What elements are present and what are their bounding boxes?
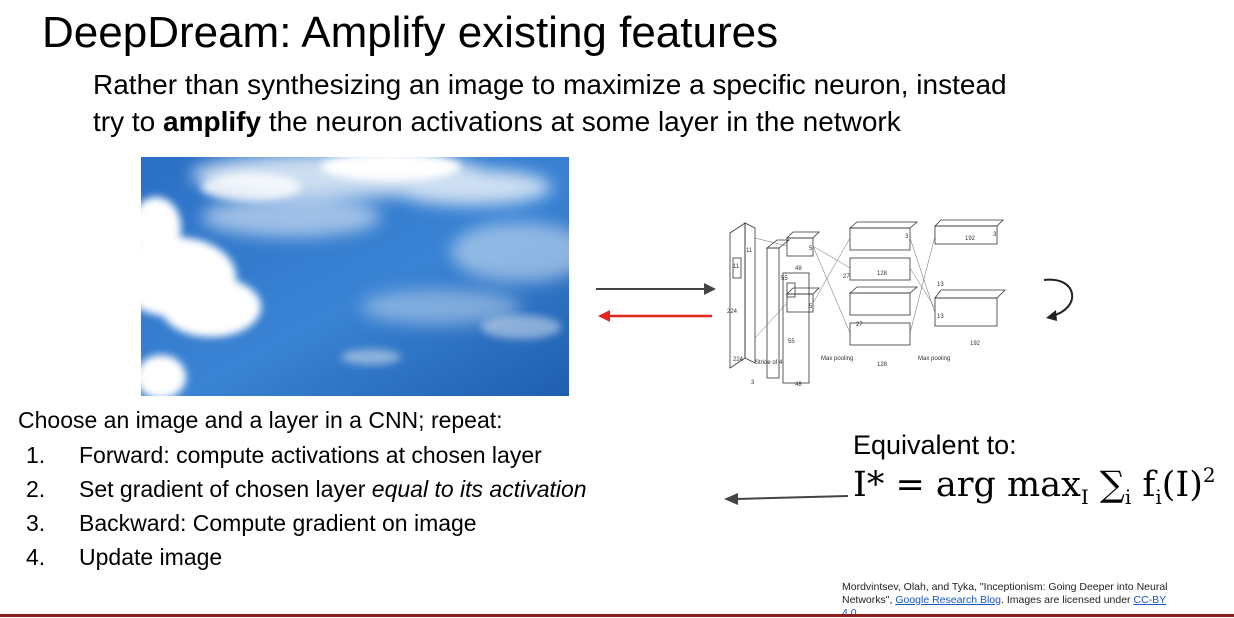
formula-lhs: I* = arg max: [853, 465, 1081, 505]
diagram-label: 5: [809, 304, 813, 310]
list-item: 4. Update image: [26, 542, 587, 576]
diagram-label: Max pooling: [918, 356, 950, 362]
step-number: 1.: [26, 442, 46, 468]
slide-title: DeepDream: Amplify existing features: [42, 8, 779, 57]
cnn-architecture-diagram: 48 128 192 192 128 Max pooling Max pooli…: [727, 219, 1006, 388]
step-text: Set gradient of chosen layer: [79, 476, 372, 502]
diagram-label: 128: [877, 362, 888, 368]
subtitle-bold-word: amplify: [163, 106, 262, 137]
subtitle-line-2-post: the neuron activations at some layer in …: [261, 106, 901, 137]
forward-backward-arrows: [596, 283, 716, 322]
citation-license-version[interactable]: 4.0: [842, 607, 857, 615]
step-italic-text: equal to its activation: [371, 476, 587, 502]
diagram-label: 11: [746, 248, 753, 254]
diagram-label: 13: [937, 314, 944, 320]
citation-license-link[interactable]: CC-BY: [1133, 594, 1167, 606]
diagram-label: 3: [993, 232, 997, 238]
step-number: 4.: [26, 544, 46, 570]
step-number: 2.: [26, 476, 46, 502]
step-text: Forward: compute activations at chosen l…: [79, 442, 542, 468]
deepdream-formula: I* = arg maxI ∑i fi(I)2: [853, 462, 1216, 508]
diagram-label: 13: [937, 282, 944, 288]
list-item: 1. Forward: compute activations at chosen…: [26, 440, 587, 474]
sky-cloud-image: [141, 157, 569, 396]
conv2-block: [786, 231, 820, 313]
formula-sub-sum: i: [1124, 485, 1132, 509]
citation: Mordvintsev, Olah, and Tyka, "Inceptioni…: [842, 581, 1232, 615]
connection-lines: [754, 235, 936, 339]
subtitle-line-1: Rather than synthesizing an image to max…: [93, 69, 1007, 100]
formula-sub-f: i: [1155, 485, 1162, 509]
repeat-loop-arrow-icon: [1043, 278, 1073, 321]
diagram-label: 224: [733, 357, 744, 363]
diagram-label: 192: [970, 341, 981, 347]
list-item: 3. Backward: Compute gradient on image: [26, 508, 587, 542]
conv4-block: [934, 219, 1006, 327]
citation-text-3: . Images are licensed under: [1000, 594, 1134, 606]
diagram-label: 48: [795, 382, 802, 388]
bottom-divider: [0, 614, 1234, 617]
diagram-label: 5: [809, 246, 813, 252]
diagram-label: Max pooling: [821, 356, 853, 362]
diagram-label: 3: [751, 380, 755, 386]
diagram-label: 48: [795, 266, 802, 272]
step-text: Backward: Compute gradient on image: [79, 510, 477, 536]
backward-arrow: [598, 310, 712, 322]
diagram-label: 128: [877, 271, 888, 277]
diagram-label: 55: [781, 276, 788, 282]
diagram-label: 224: [727, 309, 738, 315]
step-number: 3.: [26, 510, 46, 536]
slide-subtitle: Rather than synthesizing an image to max…: [93, 66, 1007, 140]
formula-sub-argmax: I: [1080, 485, 1089, 509]
forward-arrow: [596, 283, 716, 295]
formula-pointer-arrow: [724, 493, 849, 505]
formula-exponent: 2: [1202, 463, 1216, 487]
diagram-label: 27: [843, 274, 850, 280]
step-text: Update image: [79, 544, 223, 570]
formula-f: f: [1131, 465, 1156, 505]
citation-text-2: Networks",: [842, 594, 896, 606]
steps-list: 1. Forward: compute activations at chosen…: [26, 440, 587, 576]
subtitle-line-2: try to amplify the neuron activations at…: [93, 103, 1007, 140]
conv3-block: [848, 221, 919, 346]
formula-sum: ∑: [1088, 465, 1125, 505]
steps-intro: Choose an image and a layer in a CNN; re…: [18, 407, 503, 433]
diagram-label: 11: [733, 264, 740, 270]
diagram-label: 27: [856, 322, 863, 328]
subtitle-line-2-pre: try to: [93, 106, 164, 137]
citation-blog-link[interactable]: Google Research Blog: [895, 594, 1001, 606]
diagram-label: 192: [965, 236, 976, 242]
diagram-label: 55: [788, 339, 795, 345]
formula-arg: (I): [1161, 465, 1203, 505]
citation-text-1: Mordvintsev, Olah, and Tyka, "Inceptioni…: [842, 581, 1168, 593]
diagram-label: Stride of 4: [755, 360, 783, 366]
list-item: 2. Set gradient of chosen layer equal to …: [26, 474, 587, 508]
input-block: [729, 222, 756, 369]
diagram-label: 3: [905, 234, 909, 240]
equivalent-label: Equivalent to:: [853, 430, 1017, 460]
